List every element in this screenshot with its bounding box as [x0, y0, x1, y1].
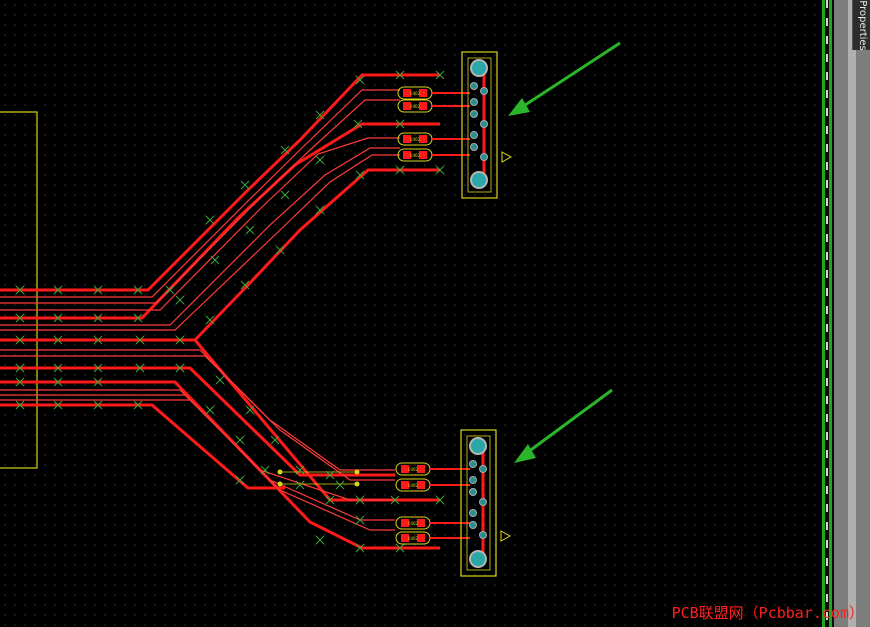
cap-group-lower: 0402 0402 0402 0402 — [395, 462, 431, 545]
cap-footprint: 0402 — [395, 516, 431, 530]
svg-text:0402: 0402 — [410, 153, 421, 158]
annotation-arrow-upper — [508, 41, 621, 116]
properties-tab-label: Properties — [856, 0, 868, 51]
svg-text:0402: 0402 — [410, 137, 421, 142]
pcb-canvas[interactable]: 0402 0402 0402 0402 0402 — [0, 0, 820, 627]
connector-upper — [461, 51, 513, 199]
cap-footprint: 0402 — [395, 531, 431, 545]
svg-text:0402: 0402 — [408, 536, 419, 541]
properties-tab[interactable]: Properties — [852, 0, 870, 50]
svg-text:0402: 0402 — [408, 521, 419, 526]
cap-footprint: 0402 — [397, 132, 433, 146]
thin-traces-upper — [0, 89, 400, 331]
board-edge — [820, 0, 834, 627]
side-panel — [834, 0, 870, 627]
cap-group-upper: 0402 0402 0402 0402 — [397, 86, 433, 162]
trace-bundle-upper — [0, 73, 440, 342]
svg-text:0402: 0402 — [410, 91, 421, 96]
svg-text:0402: 0402 — [410, 104, 421, 109]
watermark: PCB联盟网（Pcbbar.com） — [671, 604, 864, 622]
drc-markers — [15, 70, 445, 553]
cap-footprint: 0402 — [397, 148, 433, 162]
svg-text:0402: 0402 — [408, 483, 419, 488]
cap-footprint: 0402 — [397, 86, 433, 100]
pcb-layout: 0402 0402 0402 0402 0402 — [0, 41, 621, 577]
via-row — [277, 469, 360, 487]
cap-footprint: 0402 — [397, 99, 433, 113]
connector-lower — [460, 429, 512, 577]
cap-footprint: 0402 — [395, 478, 431, 492]
svg-text:0402: 0402 — [408, 467, 419, 472]
annotation-arrow-lower — [514, 388, 613, 463]
trace-bundle-lower — [0, 339, 440, 550]
stubs — [430, 92, 470, 539]
cap-footprint: 0402 — [395, 462, 431, 476]
